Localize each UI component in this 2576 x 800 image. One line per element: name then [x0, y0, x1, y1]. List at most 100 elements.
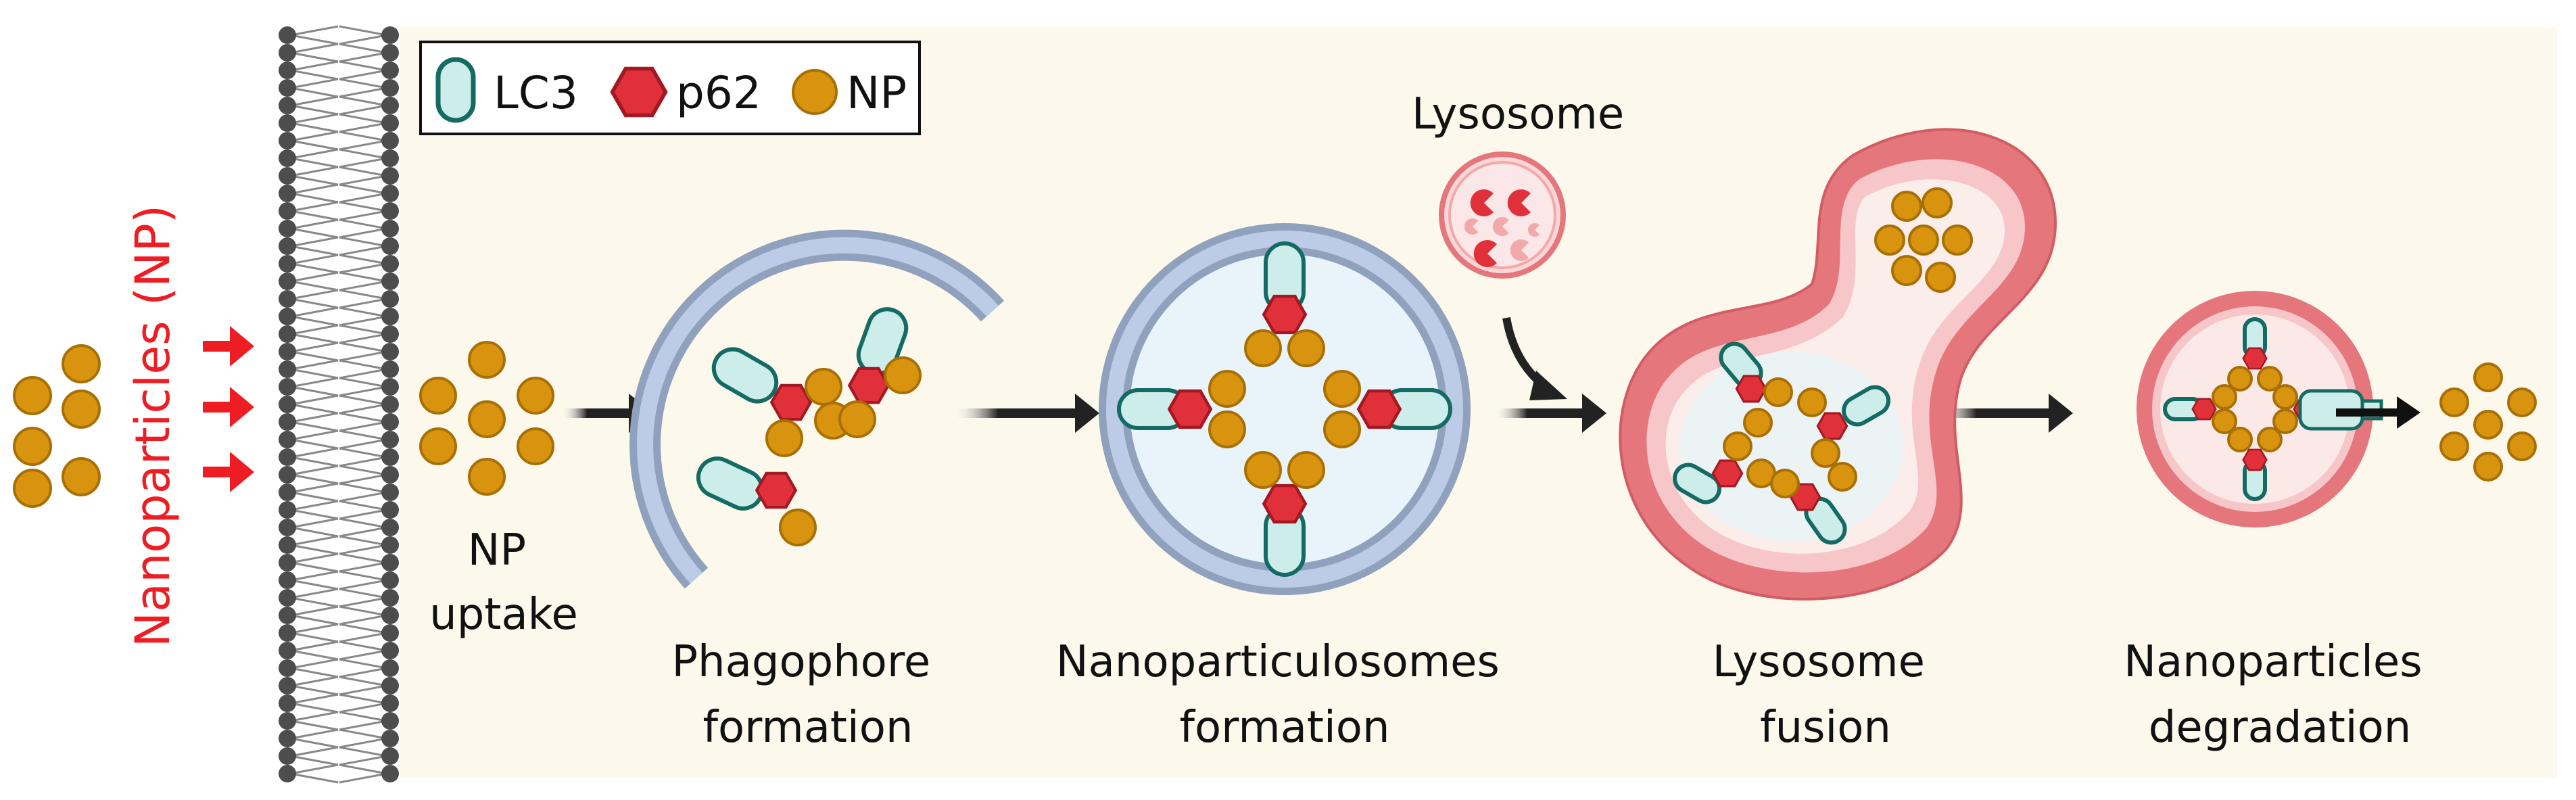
nanoparticulosome: [1099, 223, 1471, 595]
nanoparticle: [419, 427, 457, 465]
np-legend-icon: [792, 69, 838, 115]
nanoparticle: [2507, 431, 2537, 461]
nanoparticle: [1891, 255, 1922, 286]
nanoparticle: [765, 419, 803, 457]
nanoparticle: [1743, 408, 1773, 438]
nanoparticle: [805, 368, 842, 406]
nanoparticle: [779, 509, 817, 546]
legend-np-label: NP: [846, 67, 907, 119]
nanoparticle: [62, 344, 101, 383]
enzyme-icon: [1507, 189, 1531, 216]
nanoparticle: [2257, 366, 2283, 392]
lysosomal-enzymes: [1464, 189, 1540, 267]
nanoparticle: [1828, 462, 1857, 492]
nanoparticle: [2507, 387, 2537, 417]
p62-marker: [771, 385, 811, 419]
p62-marker: [1711, 459, 1744, 488]
entry-arrow-icon: [203, 326, 254, 367]
legend-lc3-label: LC3: [494, 67, 578, 119]
export-channel: [2298, 389, 2420, 431]
nanoparticle: [1908, 225, 1939, 256]
enzyme-icon: [1470, 189, 1494, 216]
autolysosome-cargo: [1673, 187, 1973, 545]
nanoparticle: [1942, 225, 1973, 256]
fusion-label: Lysosome fusion: [1713, 637, 1939, 753]
nanoparticle: [2272, 384, 2298, 410]
p62-marker: [1169, 391, 1210, 427]
phagophore: [629, 229, 1005, 589]
enzyme-icon: [1464, 218, 1479, 235]
nanoparticle: [13, 376, 52, 415]
nanoparticle: [884, 356, 922, 394]
lysosome-label: Lysosome: [1412, 89, 1624, 139]
nanoparticle: [1811, 438, 1840, 468]
nanoparticle: [2227, 427, 2253, 452]
nanoparticle: [1287, 329, 1325, 367]
degradation-cargo: [2163, 317, 2318, 501]
p62-marker: [2242, 448, 2268, 471]
p62-marker: [849, 369, 888, 402]
process-arrow: [1494, 394, 1606, 433]
enzyme-icon: [1473, 240, 1497, 267]
uptake-nanoparticles: [419, 341, 554, 496]
nanoparticle: [1891, 191, 1922, 222]
p62-marker: [1735, 375, 1767, 403]
nanoparticle: [517, 377, 554, 415]
legend: LC3 p62 NP: [419, 41, 921, 135]
process-arrow: [953, 394, 1099, 433]
p62-legend-icon: [613, 69, 666, 116]
p62-marker: [1358, 391, 1400, 427]
lc3-marker: [1673, 463, 1721, 504]
nanoparticle: [1323, 370, 1361, 408]
nanoparticle: [468, 400, 506, 438]
lysosome-arrow: [1502, 316, 1567, 400]
degradation-vesicle: [2137, 291, 2373, 527]
degradation-label: Nanoparticles degradation: [2124, 637, 2436, 753]
nanoparticle: [13, 427, 52, 466]
nanoparticle: [1244, 451, 1282, 489]
entry-arrows: [203, 326, 254, 492]
nanoparticle: [2473, 362, 2503, 392]
nanoparticle: [1208, 410, 1246, 448]
nanoparticle: [468, 458, 506, 496]
nanoparticle: [1925, 262, 1956, 293]
nanoparticle: [1323, 410, 1361, 448]
nanoparticle: [468, 341, 506, 379]
nanoparticulosome-cargo: [1117, 241, 1452, 577]
lysosome: [1439, 151, 1566, 279]
entry-arrow-icon: [203, 387, 254, 427]
nanoparticle: [1770, 469, 1800, 498]
released-nanoparticles: [2439, 362, 2537, 481]
nanoparticle: [62, 457, 101, 496]
enzyme-icon: [1527, 223, 1540, 237]
nanoparticle: [1874, 225, 1905, 256]
process-arrow: [1934, 394, 2073, 433]
nanoparticle: [2272, 408, 2298, 434]
entry-arrow-icon: [203, 452, 254, 492]
uptake-label: NP uptake: [429, 525, 578, 640]
lc3-marker: [1842, 385, 1890, 427]
nanoparticle: [1763, 377, 1793, 407]
incoming-nanoparticles-label: Nanoparticles (NP): [125, 205, 181, 647]
nanoparticle: [2227, 366, 2253, 392]
nanoparticle: [1244, 329, 1282, 367]
autolysosome: [1619, 128, 2057, 601]
nanoparticle: [2257, 427, 2283, 452]
nanoparticle: [517, 427, 554, 465]
lc3-legend-icon: [435, 57, 476, 123]
legend-p62-label: p62: [676, 67, 761, 119]
phagophore-cargo: [696, 307, 922, 546]
nanoparticle: [1723, 431, 1752, 461]
nanoparticle: [2439, 431, 2469, 461]
p62-marker: [2191, 398, 2217, 421]
enzyme-icon: [1492, 217, 1509, 237]
lc3-marker: [711, 347, 779, 404]
nanoparticle: [62, 390, 101, 429]
nanoparticle: [419, 377, 457, 415]
nanoparticle: [1287, 451, 1325, 489]
p62-marker: [1816, 412, 1848, 440]
p62-marker: [1264, 486, 1305, 522]
nanoparticle: [1797, 387, 1827, 417]
nanoparticle: [2439, 387, 2469, 417]
